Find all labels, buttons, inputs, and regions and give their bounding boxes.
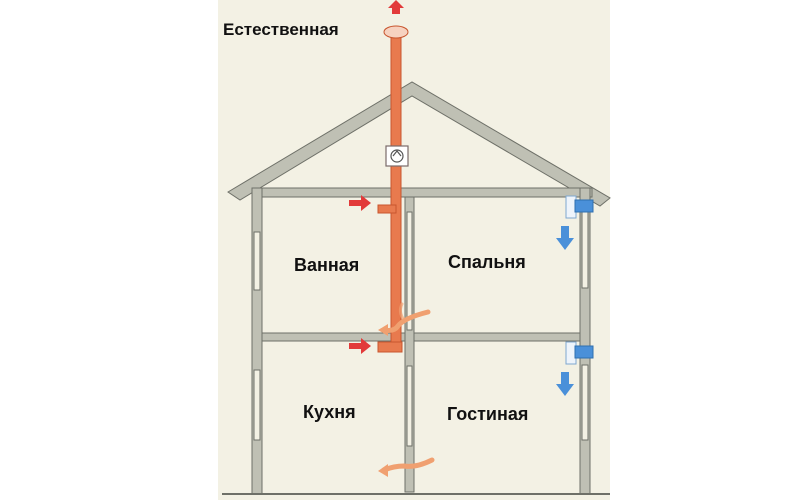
window-bedroom (581, 211, 589, 289)
main-duct (390, 31, 402, 351)
center-wall (404, 196, 415, 493)
door-upper (406, 211, 413, 331)
blue-window-valve-icon (565, 195, 594, 219)
middle-floor (251, 332, 591, 342)
natural-ventilation-label: Естественная (223, 20, 339, 39)
room-label-living-room: Гостиная (447, 404, 529, 424)
curved-air-flow-icon (378, 302, 431, 336)
red-right-arrow-icon (349, 195, 371, 211)
house-walls (251, 187, 593, 495)
bathroom-grille (377, 204, 397, 214)
blue-down-arrow-icon (556, 372, 574, 396)
roof-cap (383, 25, 409, 39)
windows (253, 211, 589, 447)
roof (227, 81, 611, 207)
blue-down-arrow-icon (556, 226, 574, 250)
room-label-bedroom: Спальня (448, 252, 526, 272)
red-up-arrow-icon (388, 0, 404, 14)
blue-window-valve-icon (565, 341, 594, 365)
curved-air-flow-icon (378, 457, 435, 477)
window-living-room (581, 364, 589, 441)
kitchen-grille (377, 341, 403, 353)
door-lower (406, 365, 413, 447)
fan-icon (385, 145, 409, 167)
room-label-bathroom: Ванная (294, 255, 360, 275)
window-kitchen (253, 369, 261, 441)
red-right-arrow-icon (349, 338, 371, 354)
window-bathroom (253, 231, 261, 291)
exhaust-duct (377, 25, 409, 353)
attic-floor (251, 187, 593, 198)
room-label-kitchen: Кухня (303, 402, 356, 422)
